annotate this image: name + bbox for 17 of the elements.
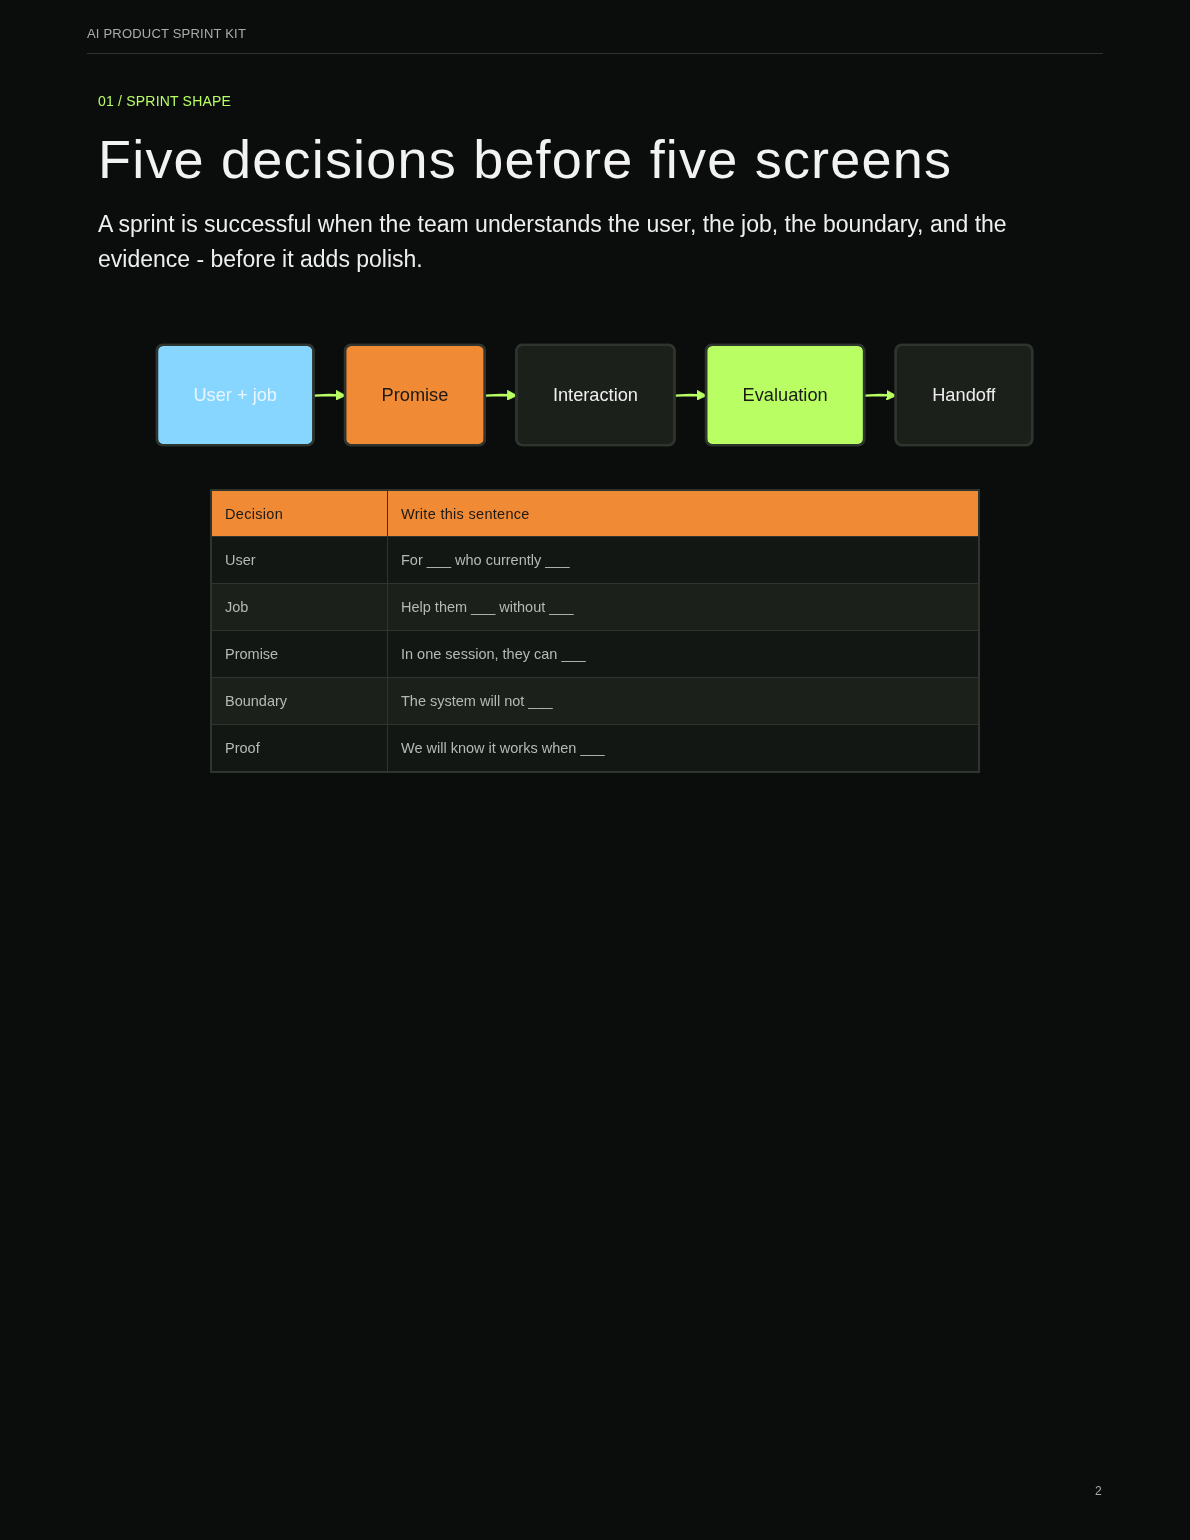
table-cell: For ___ who currently ___ bbox=[387, 536, 979, 584]
table-cell: Proof bbox=[211, 724, 388, 772]
page-title: Five decisions before five screens bbox=[98, 128, 953, 191]
page-number: 2 bbox=[1095, 1484, 1102, 1498]
lead-paragraph: A sprint is successful when the team understands the user, the job, the boundary, and the evidence - before it adds polish. bbox=[98, 210, 1008, 274]
column-header: Write this sentence bbox=[387, 490, 979, 537]
table-cell: User bbox=[211, 536, 388, 584]
table-cell: The system will not ___ bbox=[387, 677, 979, 725]
table-cell: In one session, they can ___ bbox=[387, 630, 979, 678]
running-header: AI PRODUCT SPRINT KIT bbox=[87, 26, 247, 41]
table-cell: Boundary bbox=[211, 677, 388, 725]
table-cell: We will know it works when ___ bbox=[387, 724, 979, 772]
section-label: 01 / SPRINT SHAPE bbox=[98, 93, 232, 109]
column-header: Decision bbox=[211, 490, 388, 537]
table-cell: Help them ___ without ___ bbox=[387, 583, 979, 631]
table-cell: Job bbox=[211, 583, 388, 631]
table-cell: Promise bbox=[211, 630, 388, 678]
